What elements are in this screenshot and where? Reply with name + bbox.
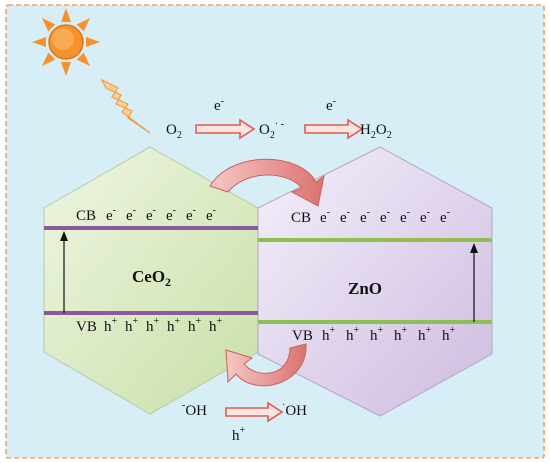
hole: h+ <box>146 316 160 335</box>
zno-electrons: e-e-e-e-e-e-e- <box>320 207 450 226</box>
electron: e- <box>380 207 390 226</box>
o2-reactant: O <box>166 122 177 138</box>
hole: h+ <box>418 325 432 344</box>
hole: h+ <box>442 325 456 344</box>
ceo2-vb-label: VB <box>76 319 97 335</box>
electron: e- <box>166 205 176 224</box>
zno-cb-label: CB <box>291 210 311 226</box>
electron-transfer-arrow <box>209 158 325 207</box>
electron: e- <box>126 205 136 224</box>
electron: e- <box>206 205 216 224</box>
svg-text:·OH: ·OH <box>282 400 307 419</box>
h2o2-product: H <box>360 122 371 138</box>
hole: h+ <box>394 325 408 344</box>
hydroxide-reactant: OH <box>185 403 207 419</box>
hole: h+ <box>125 316 139 335</box>
hole: h+ <box>104 316 118 335</box>
ceo2-electrons: e-e-e-e-e-e- <box>106 205 216 224</box>
zno-excitation-arrow <box>470 243 478 322</box>
sun-icon <box>32 8 100 76</box>
reaction-arrow-3 <box>225 401 284 423</box>
reaction-arrow-2 <box>304 118 364 140</box>
bottom-reaction: -OH ·OH h+ <box>182 400 307 444</box>
reaction-arrow-1 <box>195 118 256 140</box>
hole: h+ <box>209 316 223 335</box>
top-electron-1: e <box>214 98 221 114</box>
bottom-hole: h <box>232 428 240 444</box>
svg-text:e-: e- <box>214 96 224 114</box>
hole: h+ <box>188 316 202 335</box>
zno-holes: h+ h+ h+ h+ h+ h+ <box>322 325 456 344</box>
hole-transfer-arrow <box>225 343 307 387</box>
ceo2-cb-label: CB <box>76 208 96 224</box>
electron: e- <box>360 207 370 226</box>
hole: h+ <box>167 316 181 335</box>
svg-text:h+: h+ <box>232 425 246 444</box>
electron: e- <box>420 207 430 226</box>
electron: e- <box>106 205 116 224</box>
svg-text:e-: e- <box>326 96 336 114</box>
o2-reactant-sub: 2 <box>177 130 182 141</box>
ceo2-label: CeO2 <box>132 267 171 289</box>
ceo2-holes: h+ h+ h+ h+ h+ h+ <box>104 316 223 335</box>
electron: e- <box>400 207 410 226</box>
lightning-bolt-icon <box>100 78 151 134</box>
electron: e- <box>340 207 350 226</box>
svg-text:-OH: -OH <box>182 400 207 419</box>
zno-label: ZnO <box>348 279 382 298</box>
svg-text:H2O2: H2O2 <box>360 122 392 141</box>
svg-text:O2· -: O2· - <box>259 119 284 141</box>
svg-text:O2: O2 <box>166 122 182 141</box>
superoxide-radical: O <box>259 122 270 138</box>
zno-hexagon <box>257 146 493 417</box>
hole: h+ <box>370 325 384 344</box>
hydroxyl-radical: OH <box>285 403 307 419</box>
top-reaction: O2 e- O2· - e- H2O2 <box>166 96 392 141</box>
ceo2-excitation-arrow <box>60 231 68 313</box>
electron: e- <box>440 207 450 226</box>
electron: e- <box>146 205 156 224</box>
top-electron-2: e <box>326 98 333 114</box>
zno-vb-label: VB <box>292 328 313 344</box>
electron: e- <box>320 207 330 226</box>
electron: e- <box>186 205 196 224</box>
hole: h+ <box>322 325 336 344</box>
hole: h+ <box>346 325 360 344</box>
